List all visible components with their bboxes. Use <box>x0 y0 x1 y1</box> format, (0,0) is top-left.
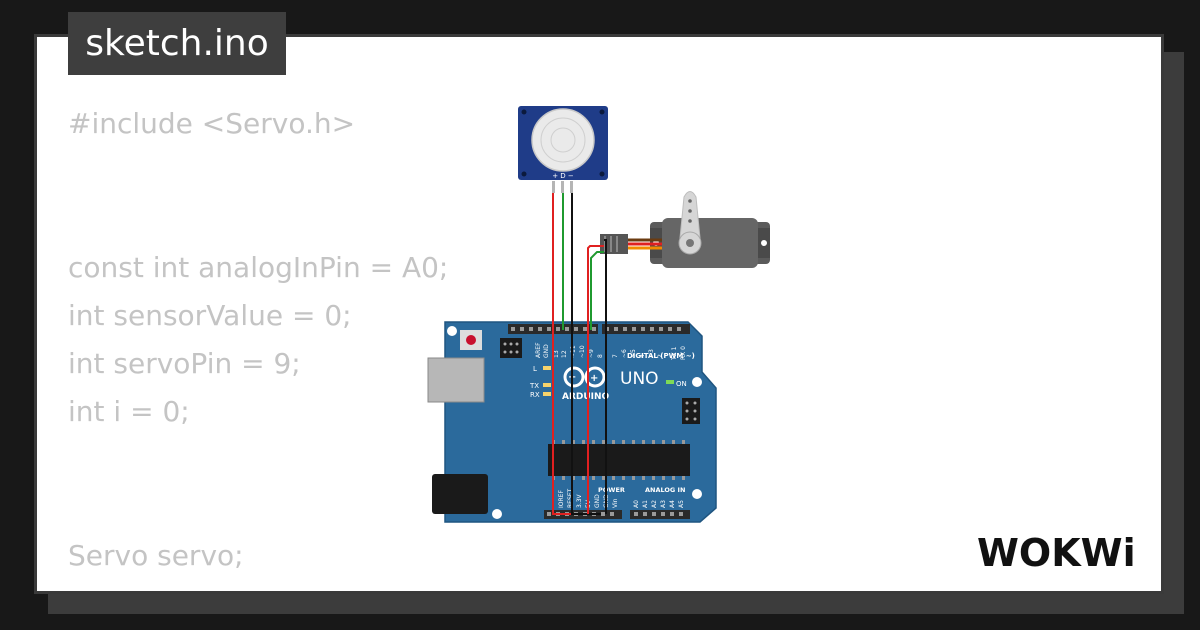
code-line <box>68 484 448 532</box>
pin-label: A1 <box>642 500 649 508</box>
pin-label: GND <box>594 494 601 508</box>
led-tx-label: TX <box>529 382 539 390</box>
pin-label: 4 <box>639 354 646 358</box>
on-led-label: ON <box>676 380 687 388</box>
pin-label: 13 <box>553 350 560 358</box>
code-line: int servoPin = 9; <box>68 347 301 380</box>
pir-sensor[interactable]: + D − <box>518 106 608 193</box>
pin-label: IOREF <box>558 490 565 508</box>
atmega-chip <box>548 444 690 476</box>
pin-label: 7 <box>612 354 619 358</box>
pin-label: Vin <box>612 498 619 508</box>
code-line: Servo servo; <box>68 539 244 572</box>
wire-servo-signal[interactable] <box>590 251 604 330</box>
pir-pin-labels: + D − <box>552 172 574 180</box>
code-line <box>68 148 448 196</box>
pin-label: ~11 <box>570 345 577 358</box>
usb-port <box>427 357 485 403</box>
pin-label: ~9 <box>588 349 595 358</box>
pin-label: A4 <box>669 500 676 508</box>
pin-label: 3.3V <box>576 493 583 508</box>
power-header-label: POWER <box>598 486 625 494</box>
led-rx-label: RX <box>530 391 540 399</box>
svg-text:WOKWi: WOKWi <box>977 531 1136 574</box>
pin-label: ~5 <box>630 349 637 358</box>
pin-label: GND <box>543 344 550 358</box>
code-preview: #include <Servo.h> const int analogInPin … <box>68 100 448 580</box>
pin-label: 8 <box>597 354 604 358</box>
analog-header-label: ANALOG IN <box>645 486 685 494</box>
filename-tab[interactable]: sketch.ino <box>68 12 286 75</box>
pin-label: A3 <box>660 500 667 508</box>
pin-label: AREF <box>535 342 542 358</box>
power-jack <box>432 474 488 514</box>
digital-header-right <box>602 324 690 334</box>
wire-servo-vcc[interactable] <box>587 245 604 514</box>
wire-pir-gnd[interactable] <box>571 193 601 515</box>
svg-text:+: + <box>590 373 598 384</box>
pin-label: RX 0 <box>680 346 687 360</box>
code-line: int sensorValue = 0; <box>68 299 352 332</box>
wire-servo-gnd[interactable] <box>604 239 607 514</box>
code-line <box>68 196 448 244</box>
pin-label: ~3 <box>648 349 655 358</box>
pin-label: TX 1 <box>671 346 678 361</box>
pin-label: A2 <box>651 500 658 508</box>
pin-label: A0 <box>633 500 640 508</box>
code-line: #include <Servo.h> <box>68 107 356 140</box>
board-brand-label: ARDUINO <box>562 392 610 402</box>
pin-label: ~10 <box>579 345 586 358</box>
arduino-logo-icon <box>563 366 606 388</box>
code-line <box>68 436 448 484</box>
pin-label: ~6 <box>621 349 628 358</box>
pin-label: A5 <box>678 500 685 508</box>
pin-label: 2 <box>657 354 664 358</box>
pin-label: 12 <box>561 350 568 358</box>
digital-header-label: DIGITAL (PWM ~) <box>627 352 695 360</box>
analog-header <box>630 510 690 519</box>
code-line: int i = 0; <box>68 395 190 428</box>
wokwi-logo: WOKWi <box>977 531 1136 574</box>
icsp-header <box>682 398 700 424</box>
servo-motor[interactable] <box>600 191 770 269</box>
code-line: const int analogInPin = A0; <box>68 251 449 284</box>
board-model-label: UNO <box>620 369 659 389</box>
led-l-label: L <box>533 365 537 373</box>
pin-label: RESET <box>567 488 574 508</box>
wires <box>552 193 607 515</box>
circuit-diagram: + D − <box>427 106 770 523</box>
